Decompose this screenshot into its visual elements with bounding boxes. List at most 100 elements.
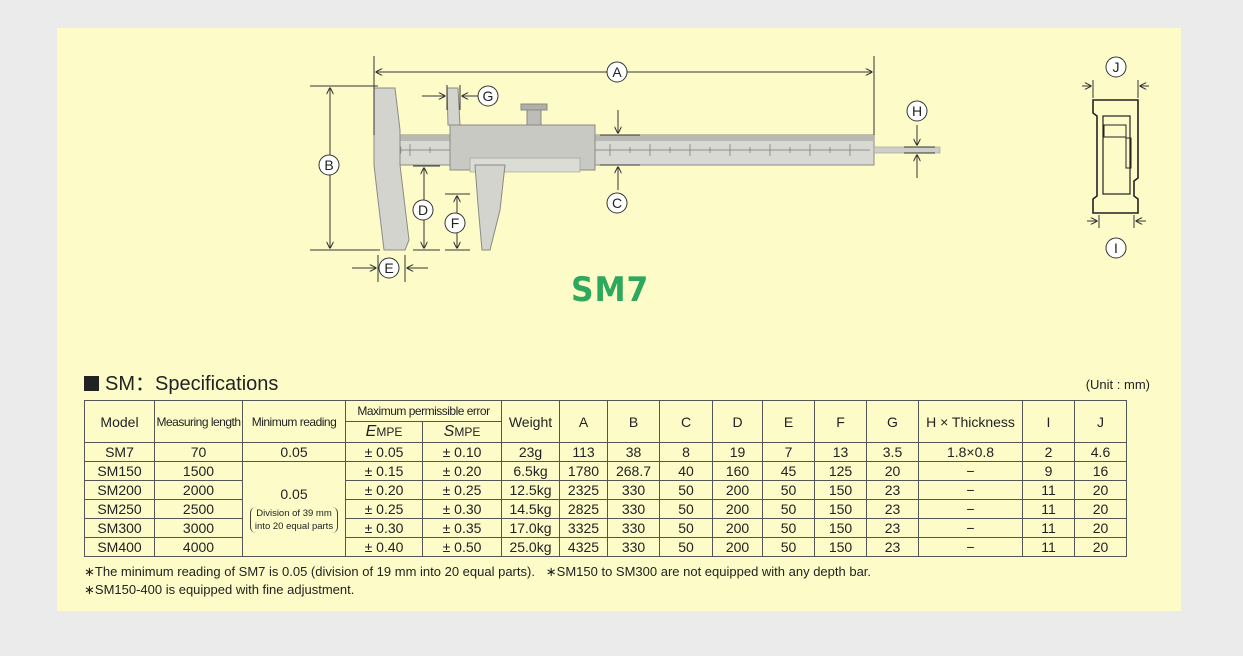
header-i: I (1022, 400, 1075, 443)
header-weight: Weight (501, 400, 560, 443)
label-h: H (912, 103, 922, 119)
cell-e-mpe: ± 0.25 (345, 499, 423, 519)
fixed-jaw (373, 87, 410, 251)
cell-model: SM7 (84, 442, 155, 462)
shared-min-value: 0.05 (280, 486, 308, 502)
label-a: A (612, 64, 622, 80)
label-c: C (612, 195, 622, 211)
spec-title: SM：Specifications (84, 367, 278, 396)
cell-s-mpe: ± 0.35 (422, 518, 502, 538)
cell-a: 2325 (559, 480, 608, 500)
footnote-2: ∗SM150-400 is equipped with fine adjustm… (84, 582, 355, 597)
cell-i: 2 (1022, 442, 1075, 462)
cell-e-mpe: ± 0.15 (345, 461, 423, 481)
cell-i: 9 (1022, 461, 1075, 481)
cell-weight: 23g (501, 442, 560, 462)
footnotes: ∗The minimum reading of SM7 is 0.05 (div… (84, 563, 871, 599)
table-row: SM150 1500 0.05 Division of 39 mm into 2… (84, 461, 1127, 557)
cell-s-mpe: ± 0.20 (422, 461, 502, 481)
cell-f: 150 (814, 537, 867, 557)
cell-length: 3000 (154, 518, 243, 538)
vernier-slider (446, 87, 596, 251)
cell-e: 50 (762, 499, 815, 519)
cell-c: 50 (659, 518, 713, 538)
cell-length: 4000 (154, 537, 243, 557)
table-row: SM400 4000 ± 0.40 ± 0.50 25.0kg 4325 330… (84, 537, 1127, 557)
cell-c: 50 (659, 537, 713, 557)
header-measuring-length: Measuring length (154, 400, 243, 443)
cell-f: 150 (814, 499, 867, 519)
cell-j: 20 (1074, 537, 1127, 557)
cell-f: 150 (814, 480, 867, 500)
cell-h: − (918, 518, 1023, 538)
cell-h: − (918, 480, 1023, 500)
beam-cross-section (1092, 99, 1139, 214)
cell-b: 268.7 (607, 461, 660, 481)
cell-a: 1780 (559, 461, 608, 481)
cell-weight: 17.0kg (501, 518, 560, 538)
cell-g: 23 (866, 499, 919, 519)
cell-length: 2000 (154, 480, 243, 500)
cell-d: 200 (712, 537, 763, 557)
spec-title-text: SM：Specifications (105, 373, 279, 395)
cell-model: SM250 (84, 499, 155, 519)
cell-c: 8 (659, 442, 713, 462)
header-row: Model Measuring length Minimum reading M… (84, 400, 1127, 443)
label-j: J (1113, 59, 1120, 75)
cell-c: 50 (659, 499, 713, 519)
table-row: SM7 70 0.05 ± 0.05 ± 0.10 23g 113 38 8 1… (84, 442, 1127, 462)
cell-e: 50 (762, 480, 815, 500)
cell-weight: 14.5kg (501, 499, 560, 519)
header-mpe: Maximum permissible error (345, 400, 502, 422)
cell-d: 200 (712, 518, 763, 538)
label-e: E (384, 260, 393, 276)
cell-shared-min-reading: 0.05 Division of 39 mm into 20 equal par… (242, 461, 346, 557)
cell-e-mpe: ± 0.30 (345, 518, 423, 538)
table-row: SM300 3000 ± 0.30 ± 0.35 17.0kg 3325 330… (84, 518, 1127, 538)
specifications-table: Model Measuring length Minimum reading M… (84, 400, 1127, 557)
e-mpe-rest: MPE (376, 425, 403, 439)
table-row: SM250 2500 ± 0.25 ± 0.30 14.5kg 2825 330… (84, 499, 1127, 519)
s-mpe-rest: MPE (454, 425, 481, 439)
table-row: SM200 2000 ± 0.20 ± 0.25 12.5kg 2325 330… (84, 480, 1127, 500)
cell-length: 2500 (154, 499, 243, 519)
cell-e-mpe: ± 0.40 (345, 537, 423, 557)
cell-s-mpe: ± 0.25 (422, 480, 502, 500)
cell-model: SM300 (84, 518, 155, 538)
cell-e: 50 (762, 518, 815, 538)
cell-f: 150 (814, 518, 867, 538)
cell-weight: 25.0kg (501, 537, 560, 557)
division-note-line2: into 20 equal parts (254, 521, 334, 532)
cell-h: 1.8×0.8 (918, 442, 1023, 462)
cell-d: 160 (712, 461, 763, 481)
cell-h: − (918, 537, 1023, 557)
cell-g: 23 (866, 518, 919, 538)
cell-d: 19 (712, 442, 763, 462)
cell-b: 330 (607, 537, 660, 557)
label-g: G (483, 88, 494, 104)
cell-d: 200 (712, 480, 763, 500)
label-b: B (324, 157, 333, 173)
cell-model: SM200 (84, 480, 155, 500)
cell-j: 20 (1074, 499, 1127, 519)
label-d: D (418, 202, 428, 218)
label-i: I (1114, 240, 1118, 256)
cell-f: 13 (814, 442, 867, 462)
cell-i: 11 (1022, 499, 1075, 519)
header-f: F (814, 400, 867, 443)
e-mpe-letter: E (365, 423, 377, 440)
cell-g: 23 (866, 537, 919, 557)
cell-e-mpe: ± 0.20 (345, 480, 423, 500)
header-model: Model (84, 400, 155, 443)
header-j: J (1074, 400, 1127, 443)
header-g: G (866, 400, 919, 443)
division-note-line1: Division of 39 mm (256, 508, 332, 519)
cell-e: 50 (762, 537, 815, 557)
cell-e: 45 (762, 461, 815, 481)
cell-e-mpe: ± 0.05 (345, 442, 423, 462)
header-subrow: EMPE SMPE (85, 421, 1127, 443)
cell-f: 125 (814, 461, 867, 481)
cell-a: 4325 (559, 537, 608, 557)
cell-weight: 6.5kg (501, 461, 560, 481)
